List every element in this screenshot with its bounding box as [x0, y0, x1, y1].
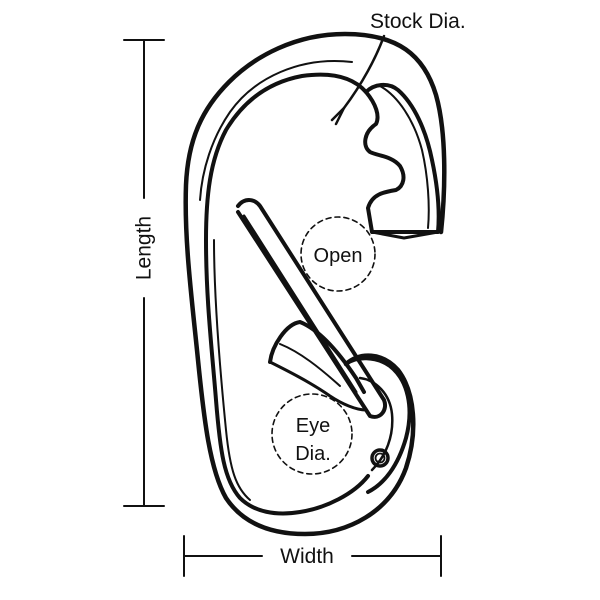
eye-dia-callout-circle	[271, 393, 353, 475]
open-label: Open	[314, 245, 363, 267]
stock-dia-leader-line	[330, 34, 386, 122]
width-label: Width	[280, 545, 334, 568]
length-label: Length	[133, 216, 156, 280]
eye-dia-label-line2: Dia.	[295, 443, 331, 465]
open-callout-circle	[300, 216, 376, 292]
width-dimension	[183, 535, 442, 577]
stock-dia-label: Stock Dia.	[370, 10, 466, 33]
spring-gate	[236, 198, 387, 419]
length-dimension	[123, 39, 165, 507]
snap-hook-body	[183, 31, 447, 537]
eye-dia-label-line1: Eye	[296, 415, 330, 437]
stock-dia-leader-tip	[334, 106, 346, 126]
